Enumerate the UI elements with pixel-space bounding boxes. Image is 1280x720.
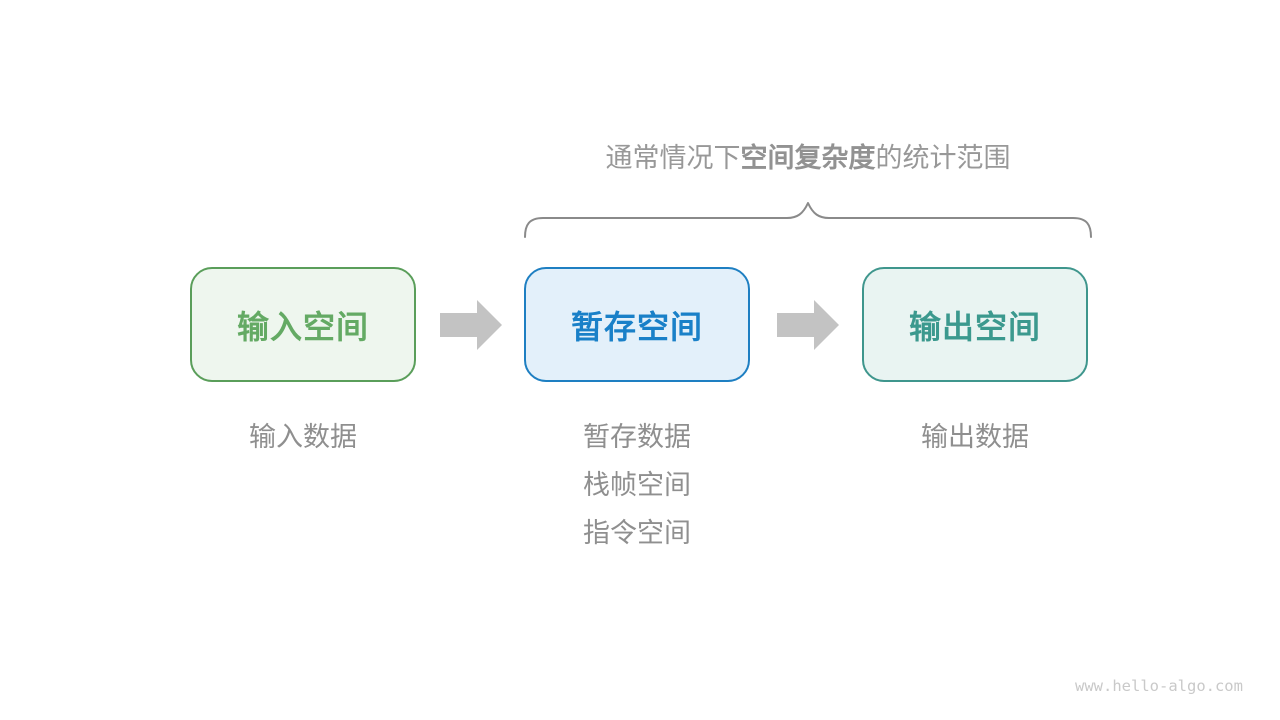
right-arrow-icon xyxy=(777,300,839,350)
title-text-bold: 空间复杂度 xyxy=(740,143,876,173)
note-line: 暂存数据 xyxy=(583,422,691,452)
notes-input-space: 输入数据 xyxy=(190,413,416,461)
title-text-prefix: 通常情况下 xyxy=(605,143,741,173)
curly-brace-icon xyxy=(524,202,1092,238)
diagram-title: 通常情况下空间复杂度的统计范围 xyxy=(524,141,1092,175)
note-line: 输出数据 xyxy=(921,422,1029,452)
right-arrow-icon xyxy=(440,300,502,350)
notes-output-space: 输出数据 xyxy=(862,413,1088,461)
note-line: 栈帧空间 xyxy=(583,470,691,500)
watermark: www.hello-algo.com xyxy=(1075,677,1243,695)
box-temporary-space: 暂存空间 xyxy=(524,267,750,382)
note-line: 输入数据 xyxy=(249,422,357,452)
box-input-space: 输入空间 xyxy=(190,267,416,382)
box-output-space: 输出空间 xyxy=(862,267,1088,382)
box-input-space-label: 输入空间 xyxy=(236,308,369,345)
note-line: 指令空间 xyxy=(583,518,691,548)
box-output-space-label: 输出空间 xyxy=(908,308,1041,345)
title-text-suffix: 的统计范围 xyxy=(875,143,1011,173)
box-temporary-space-label: 暂存空间 xyxy=(570,308,703,345)
notes-temporary-space: 暂存数据 栈帧空间 指令空间 xyxy=(524,413,750,557)
